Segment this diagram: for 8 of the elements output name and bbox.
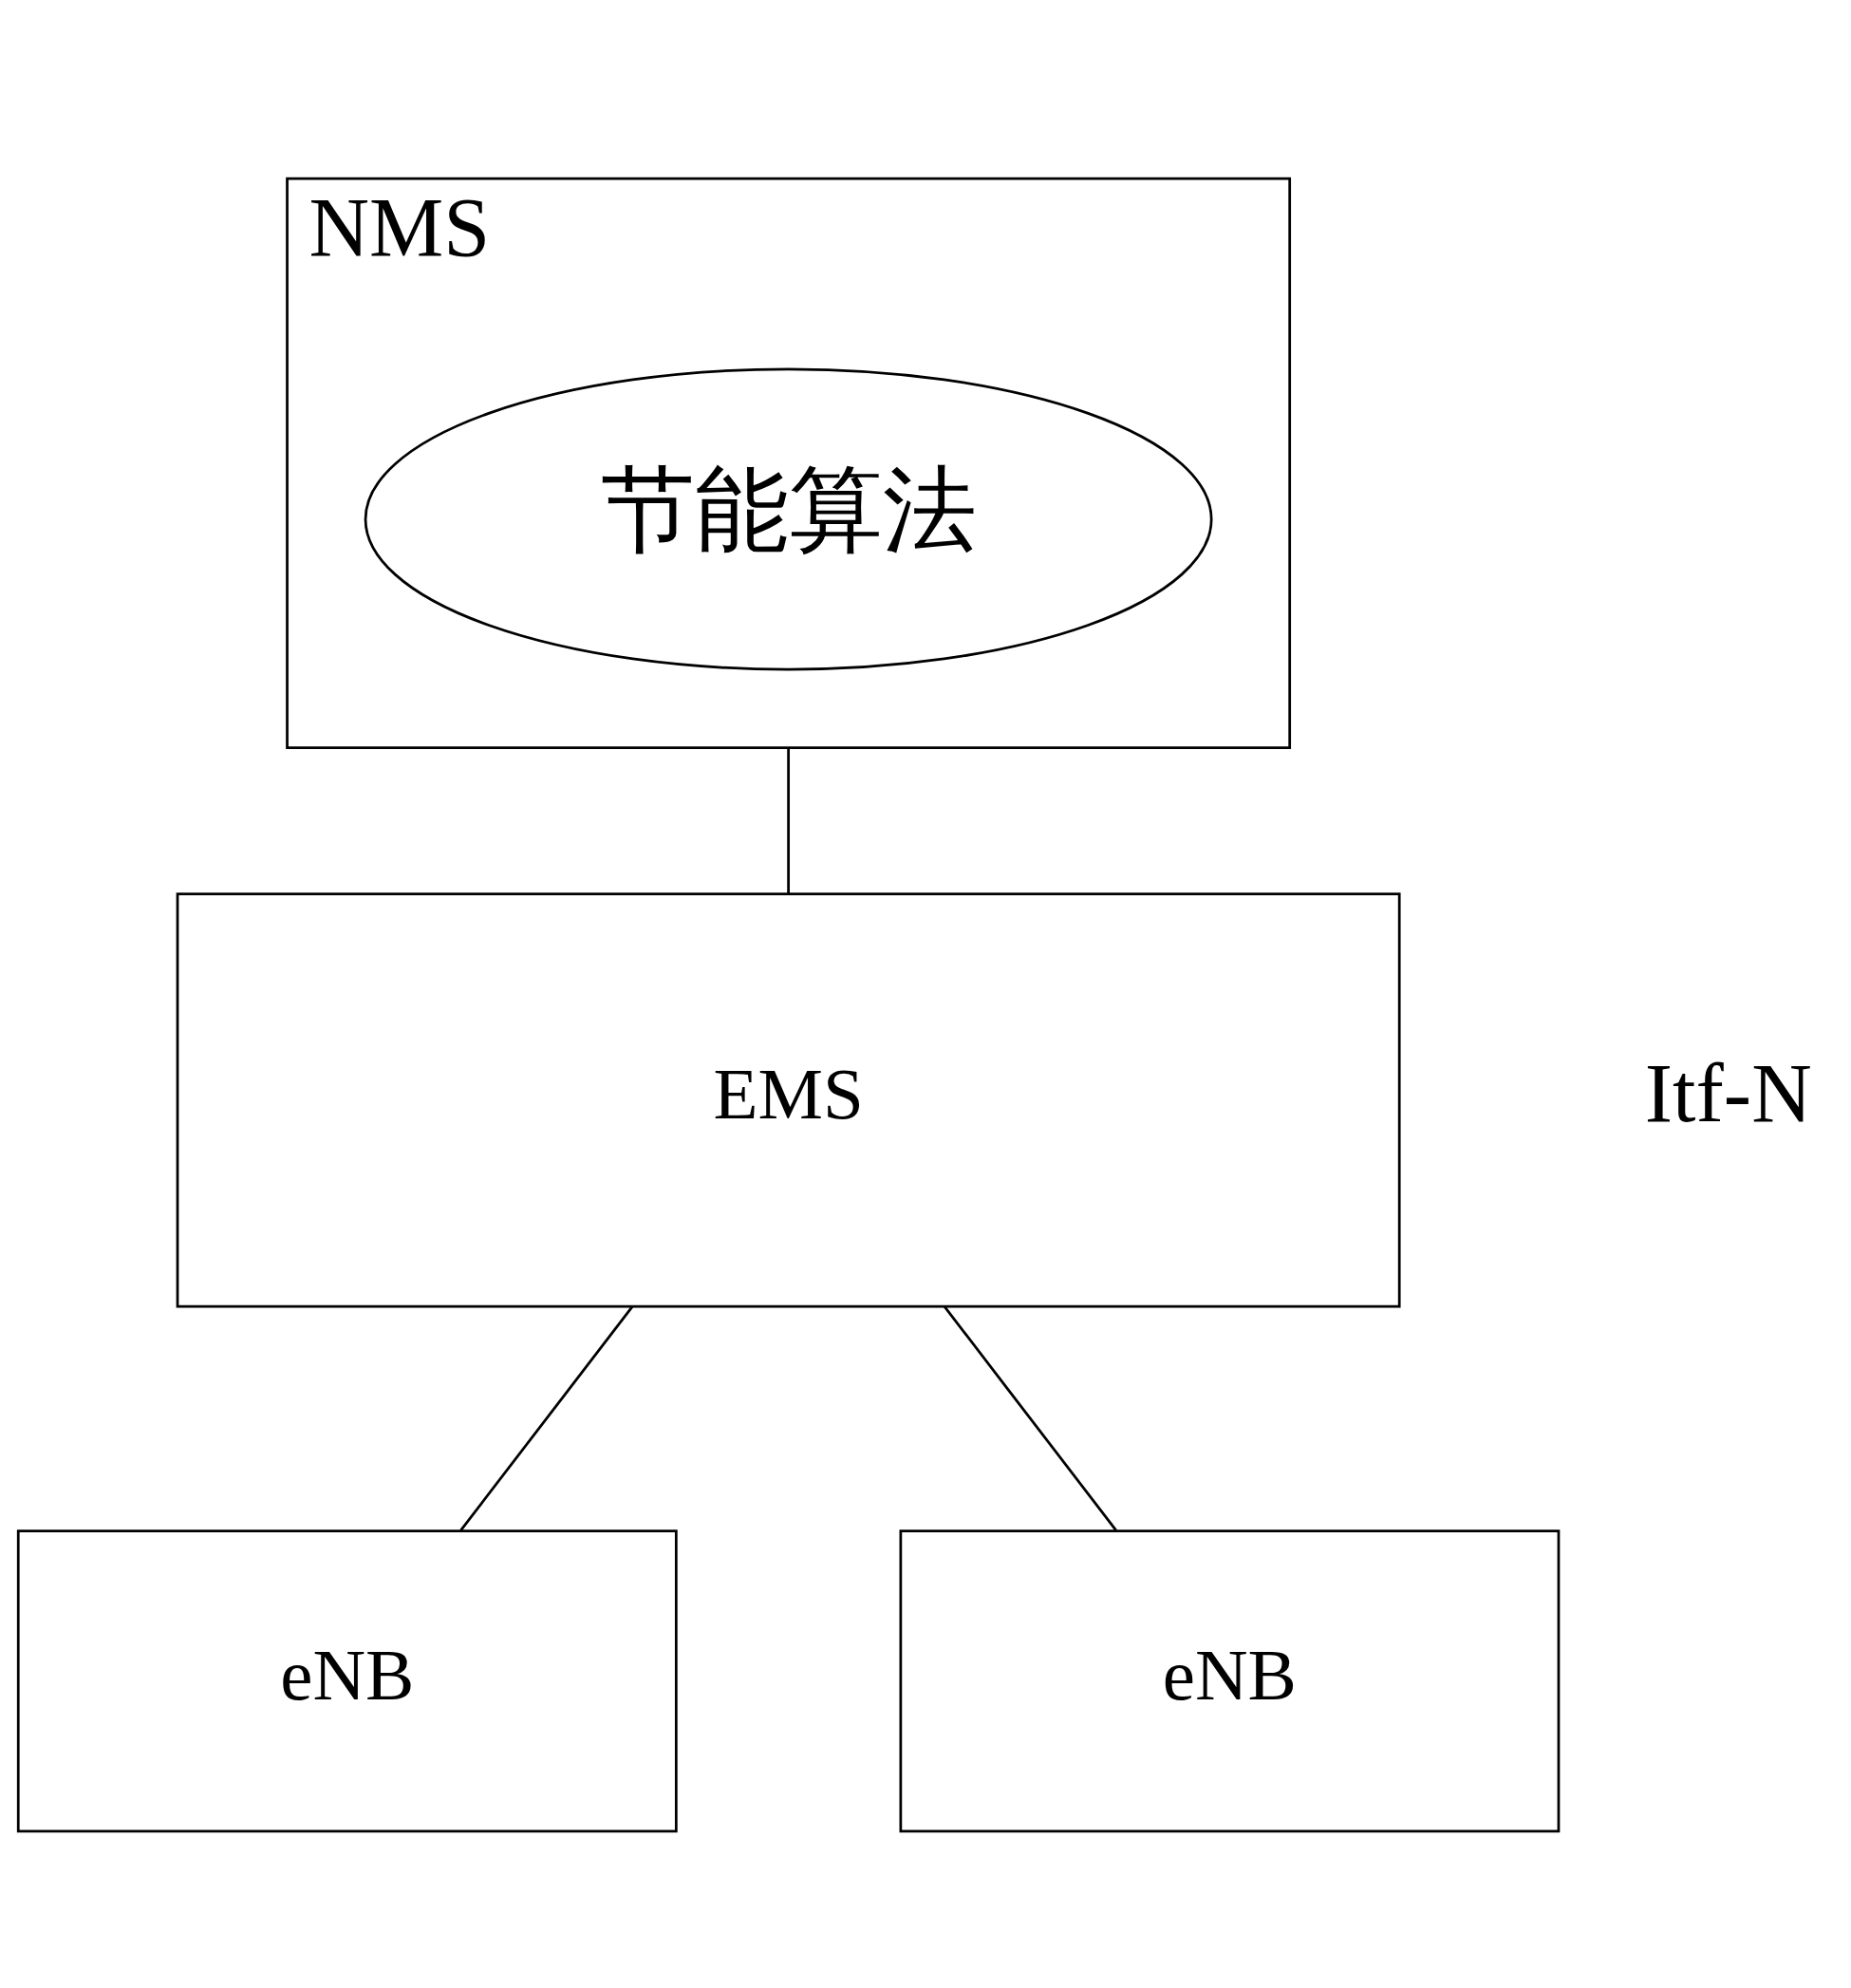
label: Itf-N <box>1644 1046 1812 1139</box>
connector <box>459 1304 634 1531</box>
node-ellipse: 节能算法 <box>364 366 1213 670</box>
node-box: eNB <box>899 1529 1561 1832</box>
connector <box>944 1304 1117 1531</box>
node-box: eNB <box>16 1529 678 1832</box>
node-box: EMS <box>176 891 1401 1308</box>
connector <box>787 747 790 893</box>
